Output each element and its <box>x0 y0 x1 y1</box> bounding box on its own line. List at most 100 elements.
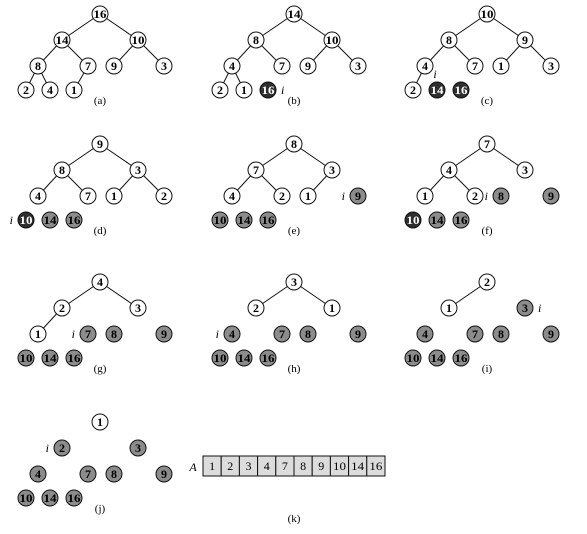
heap-node: 10 <box>211 349 229 367</box>
node-value: 4 <box>422 59 428 73</box>
panel-caption: (i) <box>482 363 493 375</box>
heap-node: 7 <box>466 57 484 75</box>
node-circle <box>17 81 35 99</box>
tree-edge <box>313 45 327 61</box>
node-circle <box>516 161 534 179</box>
node-value: 3 <box>291 275 297 289</box>
tree-edge <box>68 148 94 166</box>
array-cell-value: 2 <box>227 459 233 473</box>
tree-edge <box>29 72 35 84</box>
node-circle <box>428 211 446 229</box>
tree-edge <box>313 175 327 191</box>
node-value: 4 <box>422 327 428 341</box>
heap-node: 10 <box>404 349 422 367</box>
node-value: 4 <box>446 163 452 177</box>
heap-node: 16 <box>259 211 277 229</box>
node-value: 4 <box>35 189 41 203</box>
heap-node: 9 <box>299 57 317 75</box>
node-circle <box>466 325 484 343</box>
heap-node: 4 <box>29 187 47 205</box>
heap-node: 2 <box>211 81 229 99</box>
heap-node: 16 <box>259 81 277 99</box>
node-circle <box>466 187 484 205</box>
heap-node: 4 <box>41 81 59 99</box>
node-value: 9 <box>305 59 311 73</box>
node-value: 9 <box>97 137 103 151</box>
node-value: 8 <box>305 327 311 341</box>
node-circle <box>65 349 83 367</box>
tree-edge <box>262 18 288 36</box>
node-circle <box>285 273 303 291</box>
heap-node: 7 <box>247 161 265 179</box>
node-value: 10 <box>20 491 33 505</box>
node-circle <box>29 57 47 75</box>
panel-caption: (k) <box>288 513 301 525</box>
node-circle <box>91 5 109 23</box>
node-circle <box>211 211 229 229</box>
node-value: 10 <box>214 351 227 365</box>
node-value: 9 <box>355 189 361 203</box>
node-circle <box>79 57 97 75</box>
heap-node: 14 <box>53 31 71 49</box>
node-circle <box>273 57 291 75</box>
heap-node: 9 <box>542 187 560 205</box>
node-circle <box>129 439 147 457</box>
tree-edge <box>237 45 251 61</box>
node-circle <box>105 465 123 483</box>
tree-edge <box>106 18 132 36</box>
tree-edge <box>455 148 481 166</box>
heap-node: 9 <box>542 325 560 343</box>
heap-node: 2 <box>404 81 422 99</box>
node-value: 9 <box>161 467 167 481</box>
node-circle <box>492 325 510 343</box>
node-value: 1 <box>35 327 41 341</box>
heap-node: 8 <box>492 187 510 205</box>
heap-node: 1 <box>440 299 458 317</box>
heap-node: 1 <box>235 81 253 99</box>
tree-edge <box>41 72 47 84</box>
tree-edge <box>337 45 353 61</box>
node-circle <box>155 325 173 343</box>
tree-edge <box>455 18 481 36</box>
heap-node: 3 <box>129 161 147 179</box>
tree-edge <box>493 148 519 166</box>
tree-edge <box>143 45 159 61</box>
heap-node: 14 <box>428 349 446 367</box>
node-circle <box>41 349 59 367</box>
node-circle <box>91 135 109 153</box>
node-circle <box>247 31 265 49</box>
node-circle <box>235 81 253 99</box>
node-circle <box>478 5 496 23</box>
heap-node: 7 <box>79 465 97 483</box>
node-value: 1 <box>446 301 452 315</box>
tree-edge <box>430 45 444 61</box>
node-value: 2 <box>23 83 29 97</box>
heap-node: 14 <box>428 81 446 99</box>
node-value: 4 <box>35 467 41 481</box>
node-circle <box>41 81 59 99</box>
tree-edge <box>300 18 326 36</box>
heap-node: 1 <box>65 81 83 99</box>
heap-node: 16 <box>65 211 83 229</box>
tree-edge <box>235 72 241 84</box>
node-value: 16 <box>262 351 275 365</box>
node-circle <box>79 465 97 483</box>
heap-node: 8 <box>29 57 47 75</box>
panel-caption: (j) <box>95 503 106 515</box>
heap-node: 4 <box>416 325 434 343</box>
node-value: 16 <box>68 351 81 365</box>
heap-node: 14 <box>235 349 253 367</box>
node-circle <box>53 439 71 457</box>
heap-node: 8 <box>299 325 317 343</box>
node-value: 7 <box>472 59 478 73</box>
node-value: 3 <box>355 59 361 73</box>
node-circle <box>41 489 59 507</box>
node-circle <box>29 465 47 483</box>
node-value: 7 <box>472 327 478 341</box>
heap-node: 8 <box>247 31 265 49</box>
heap-node: 7 <box>478 135 496 153</box>
